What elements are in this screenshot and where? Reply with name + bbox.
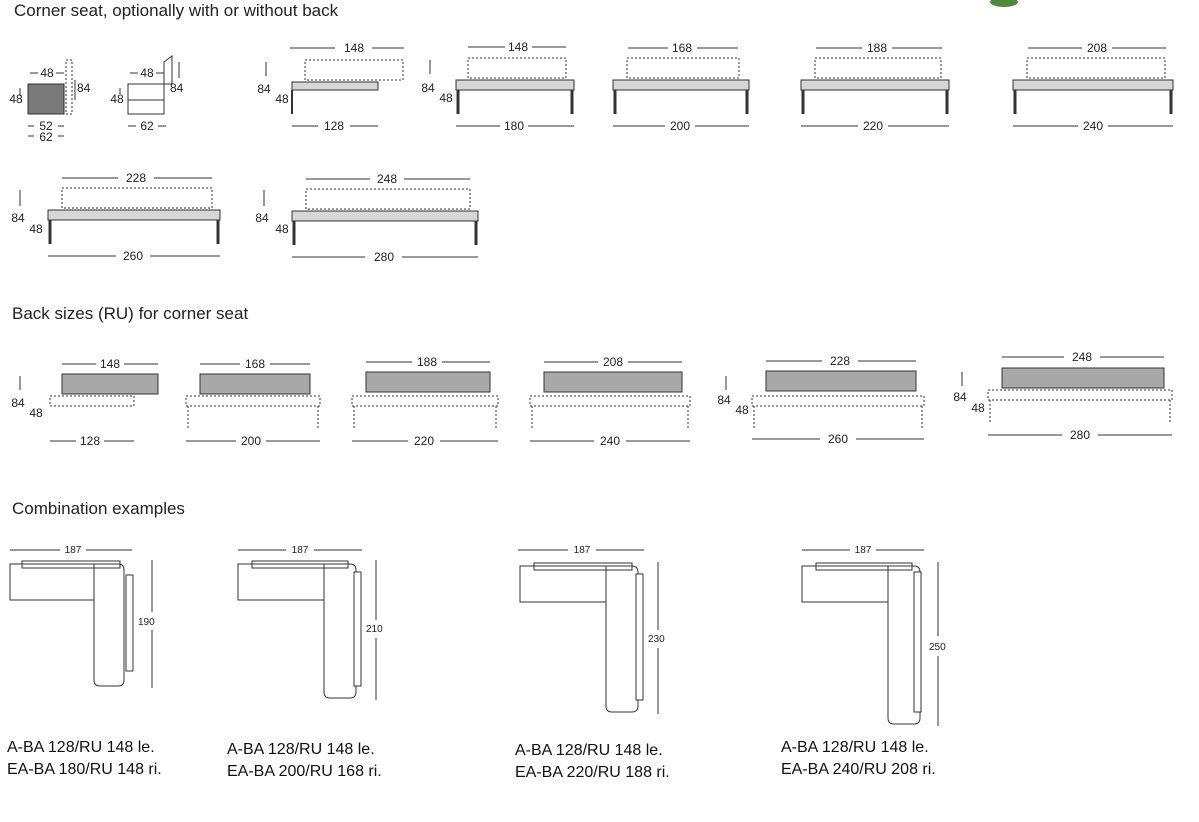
side-view-2: 48 48 84 62	[110, 55, 184, 133]
combination-1-line2: EA-BA 180/RU 148 ri.	[7, 761, 162, 778]
back-size-168-200: 168 200	[185, 357, 321, 448]
leaf-decoration-icon	[990, 0, 1018, 7]
combination-4-line2: EA-BA 240/RU 208 ri.	[781, 761, 936, 778]
combination-3-line2: EA-BA 220/RU 188 ri.	[515, 764, 670, 781]
cs7-h2: 48	[275, 222, 289, 236]
bs6-top: 248	[1072, 350, 1092, 364]
bs1-h2: 48	[29, 406, 43, 420]
combination-3-caption: A-BA 128/RU 148 le. EA-BA 220/RU 188 ri.	[515, 740, 670, 784]
corner-seat-208-240: 208 240	[1012, 41, 1174, 133]
c1-length: 190	[138, 617, 155, 628]
sv2-seat: 48	[110, 92, 124, 106]
cs7-h1: 84	[255, 211, 269, 225]
combination-2-line1: A-BA 128/RU 148 le.	[227, 741, 375, 758]
back-size-148-128: 148 84 48 128	[11, 357, 159, 448]
bs1-bottom: 128	[80, 434, 100, 448]
bs2-top: 168	[245, 357, 265, 371]
sv1-depth: 48	[40, 66, 54, 80]
cs2-bottom: 180	[504, 119, 524, 133]
sv1-bottom1: 52	[39, 119, 53, 133]
cs6-bottom: 260	[123, 249, 143, 263]
cs4-top: 188	[867, 41, 887, 55]
heading-corner-seat: Corner seat, optionally with or without …	[14, 1, 339, 20]
sv1-height: 84	[77, 81, 91, 95]
cs3-top: 168	[672, 41, 692, 55]
cs2-top: 148	[508, 40, 528, 54]
cs1-h2: 48	[275, 92, 289, 106]
combination-4-line1: A-BA 128/RU 148 le.	[781, 739, 929, 756]
cs6-h1: 84	[11, 211, 25, 225]
bs2-bottom: 200	[241, 434, 261, 448]
combination-4-caption: A-BA 128/RU 148 le. EA-BA 240/RU 208 ri.	[781, 737, 936, 781]
cs5-bottom: 240	[1083, 119, 1103, 133]
cs2-h2: 48	[439, 91, 453, 105]
back-size-248-280: 248 84 48 280	[953, 350, 1173, 442]
bs5-h2: 48	[735, 403, 749, 417]
c2-width: 187	[292, 545, 309, 556]
cs5-top: 208	[1087, 41, 1107, 55]
bs5-h1: 84	[717, 393, 731, 407]
bs1-top: 148	[100, 357, 120, 371]
bs3-bottom: 220	[414, 434, 434, 448]
bs5-bottom: 260	[828, 432, 848, 446]
combination-1-caption: A-BA 128/RU 148 le. EA-BA 180/RU 148 ri.	[7, 737, 162, 781]
cs1-bottom: 128	[324, 119, 344, 133]
sv2-height: 84	[170, 81, 184, 95]
cs1-top: 148	[344, 41, 364, 55]
combination-3-line1: A-BA 128/RU 148 le.	[515, 742, 663, 759]
cs6-h2: 48	[29, 222, 43, 236]
corner-seat-148-180: 148 84 48 180	[421, 40, 575, 133]
combination-4: 187 250	[801, 545, 946, 726]
bs5-top: 228	[830, 354, 850, 368]
heading-back-sizes: Back sizes (RU) for corner seat	[12, 304, 249, 323]
combination-2: 187 210	[237, 545, 383, 700]
c1-width: 187	[65, 545, 82, 556]
sv1-bottom2: 62	[39, 130, 53, 144]
cs3-bottom: 200	[670, 119, 690, 133]
c4-width: 187	[855, 545, 872, 556]
back-size-188-220: 188 220	[351, 355, 499, 448]
c3-length: 230	[648, 634, 665, 645]
bs4-bottom: 240	[600, 434, 620, 448]
cs4-bottom: 220	[863, 119, 883, 133]
cs6-top: 228	[126, 171, 146, 185]
combination-2-line2: EA-BA 200/RU 168 ri.	[227, 763, 382, 780]
bs6-h1: 84	[953, 390, 967, 404]
heading-combinations: Combination examples	[12, 499, 185, 518]
c2-length: 210	[366, 624, 383, 635]
c4-length: 250	[929, 642, 946, 653]
bs3-top: 188	[417, 355, 437, 369]
sv2-depth: 48	[140, 66, 154, 80]
corner-seat-188-220: 188 220	[800, 41, 950, 133]
back-size-228-260: 228 84 48 260	[717, 354, 925, 446]
cs7-top: 248	[377, 172, 397, 186]
back-size-208-240: 208 240	[529, 355, 691, 448]
sv2-bottom: 62	[140, 119, 154, 133]
side-view-1: 48 48 84 52 62	[9, 59, 91, 144]
corner-seat-168-200: 168 200	[612, 41, 750, 133]
corner-seat-148-128: 148 84 48 128	[257, 41, 404, 133]
bs1-h1: 84	[11, 396, 25, 410]
cs1-h1: 84	[257, 82, 271, 96]
combination-1-line1: A-BA 128/RU 148 le.	[7, 739, 155, 756]
cs7-bottom: 280	[374, 250, 394, 264]
corner-seat-248-280: 248 84 48 280	[255, 172, 479, 264]
bs6-h2: 48	[971, 401, 985, 415]
cs2-h1: 84	[421, 81, 435, 95]
sv1-seat: 48	[9, 92, 23, 106]
bs6-bottom: 280	[1070, 428, 1090, 442]
combination-1: 187 190	[9, 545, 155, 688]
corner-seat-228-260: 228 84 48 260	[11, 171, 221, 263]
c3-width: 187	[574, 545, 591, 556]
bs4-top: 208	[603, 355, 623, 369]
combination-2-caption: A-BA 128/RU 148 le. EA-BA 200/RU 168 ri.	[227, 739, 382, 783]
combination-3: 187 230	[518, 545, 665, 714]
